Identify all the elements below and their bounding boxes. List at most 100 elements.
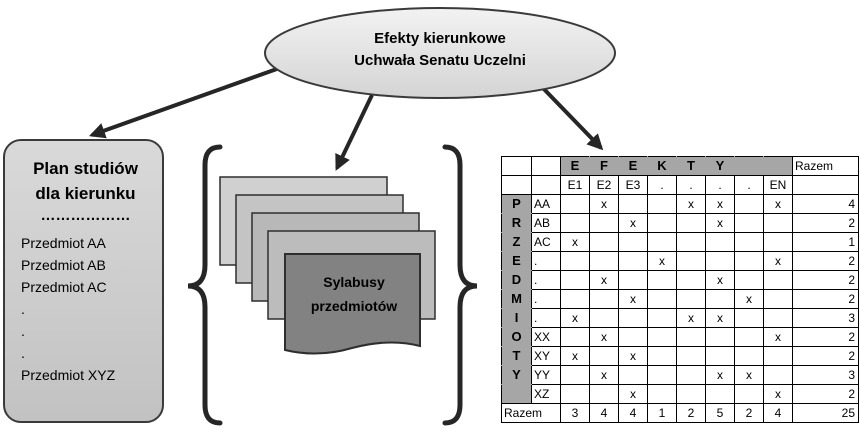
matrix-cell xyxy=(560,213,590,233)
plan-item: Przedmiot AB xyxy=(21,257,106,273)
matrix-cell xyxy=(734,251,764,271)
matrix-cell xyxy=(618,251,648,271)
matrix-row-code: XX xyxy=(531,327,561,347)
matrix-cell: x xyxy=(589,194,619,214)
matrix-razem-header: Razem xyxy=(792,156,859,176)
matrix-cell xyxy=(560,384,590,404)
matrix-cell xyxy=(763,289,793,309)
matrix-cell xyxy=(560,194,590,214)
plan-title-line1: Plan studiów xyxy=(33,159,138,178)
matrix-column-header: E3 xyxy=(618,175,648,195)
matrix-cell xyxy=(647,346,677,366)
matrix-side-letter xyxy=(501,384,532,404)
matrix-side-letter: T xyxy=(501,346,532,366)
matrix-cell xyxy=(589,251,619,271)
matrix-row-total: 4 xyxy=(792,194,859,214)
matrix-title-letter: Y xyxy=(705,156,735,176)
matrix-cell xyxy=(618,365,648,385)
matrix-side-letter: Y xyxy=(501,365,532,385)
matrix-row-code: AC xyxy=(531,232,561,252)
matrix-title-letter: E xyxy=(560,156,590,176)
matrix-cell xyxy=(676,251,706,271)
matrix-cell: x xyxy=(560,308,590,328)
matrix-corner-cell xyxy=(501,156,532,176)
matrix-cell xyxy=(705,327,735,347)
matrix-column-header: . xyxy=(647,175,677,195)
matrix-cell xyxy=(734,308,764,328)
matrix-footer-value: 4 xyxy=(589,403,619,423)
matrix-footer-value: 2 xyxy=(734,403,764,423)
matrix-cell xyxy=(763,213,793,233)
matrix-cell: x xyxy=(763,194,793,214)
matrix-cell xyxy=(763,270,793,290)
matrix-cell: x xyxy=(763,384,793,404)
matrix-corner-cell xyxy=(501,175,532,195)
matrix-cell xyxy=(560,289,590,309)
matrix-row-total: 2 xyxy=(792,270,859,290)
matrix-side-letter: Z xyxy=(501,232,532,252)
matrix-cell: x xyxy=(705,270,735,290)
matrix-cell xyxy=(734,232,764,252)
matrix-cell xyxy=(734,346,764,366)
matrix-row-code: . xyxy=(531,289,561,309)
matrix-row-code: XY xyxy=(531,346,561,366)
matrix-cell xyxy=(763,346,793,366)
matrix-cell xyxy=(589,346,619,366)
matrix-column-header: E2 xyxy=(589,175,619,195)
matrix-cell: x xyxy=(734,289,764,309)
sylabusy-label: Sylabusy przedmiotów xyxy=(288,270,420,318)
matrix-cell xyxy=(589,232,619,252)
matrix-cell xyxy=(705,232,735,252)
matrix-cell xyxy=(647,289,677,309)
arrow-to-sylabusy xyxy=(335,94,374,171)
matrix-cell: x xyxy=(705,213,735,233)
matrix-cell: x xyxy=(705,194,735,214)
matrix-cell: x xyxy=(763,327,793,347)
matrix-cell: x xyxy=(560,232,590,252)
matrix-title-fill xyxy=(763,156,793,176)
matrix-cell xyxy=(676,384,706,404)
matrix-cell xyxy=(618,232,648,252)
right-curly-brace xyxy=(442,144,478,426)
matrix-cell: x xyxy=(560,346,590,366)
plan-item: Przedmiot AA xyxy=(21,235,106,251)
matrix-cell: x xyxy=(763,251,793,271)
matrix-title-letter: T xyxy=(676,156,706,176)
plan-item: Przedmiot AC xyxy=(21,279,107,295)
matrix-cell xyxy=(734,194,764,214)
matrix-cell xyxy=(763,232,793,252)
matrix-cell xyxy=(618,308,648,328)
matrix-cell: x xyxy=(647,251,677,271)
matrix-side-letter: E xyxy=(501,251,532,271)
matrix-cell xyxy=(705,384,735,404)
matrix-row-code: . xyxy=(531,251,561,271)
matrix-cell xyxy=(676,327,706,347)
matrix-cell xyxy=(676,346,706,366)
matrix-cell xyxy=(647,213,677,233)
matrix-column-header: . xyxy=(705,175,735,195)
efekty-ellipse xyxy=(264,7,616,99)
matrix-side-letter: D xyxy=(501,270,532,290)
matrix-cell xyxy=(618,270,648,290)
matrix-cell xyxy=(734,384,764,404)
matrix-column-header: E1 xyxy=(560,175,590,195)
plan-item: . xyxy=(21,345,25,361)
matrix-cell xyxy=(647,365,677,385)
matrix-footer-value: 2 xyxy=(676,403,706,423)
matrix-column-header: EN xyxy=(763,175,793,195)
matrix-cell xyxy=(676,289,706,309)
matrix-footer-value: 1 xyxy=(647,403,677,423)
matrix-cell xyxy=(705,346,735,366)
sylabusy-line2: przedmiotów xyxy=(310,298,398,314)
matrix-cell: x xyxy=(589,327,619,347)
matrix-cell xyxy=(734,270,764,290)
sylabusy-line1: Sylabusy xyxy=(323,274,385,290)
